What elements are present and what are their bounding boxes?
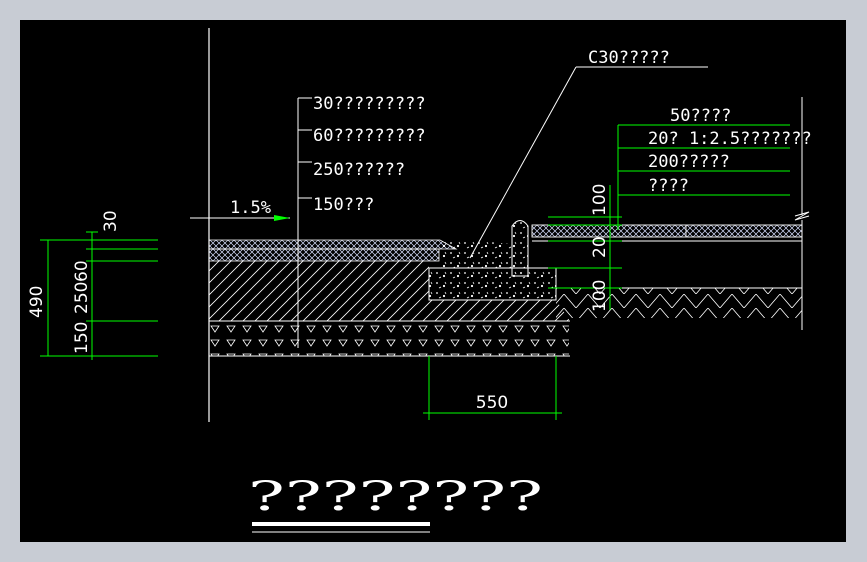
bottom-dim-550: 550 [476, 393, 508, 413]
left-layer-label-4: 150??? [313, 195, 374, 215]
left-layer-label-3: 250?????? [313, 160, 405, 180]
left-dim-490: 490 [27, 286, 47, 318]
right-layer-label-1: 50???? [670, 106, 731, 126]
slope-label: 1.5% [230, 198, 271, 218]
right-dim-100-top: 100 [590, 184, 610, 216]
right-layer-leaders [617, 124, 790, 230]
slope-arrow [190, 215, 290, 221]
right-dim-20: 20 [590, 236, 610, 258]
left-dim-60: 60 [72, 260, 92, 282]
curb [428, 220, 557, 301]
callout-leader [469, 66, 708, 259]
left-dim-30: 30 [101, 210, 121, 232]
cad-drawing: 30????????? 60????????? 250?????? 150???… [27, 28, 812, 533]
left-dimension-lines [40, 231, 158, 360]
left-layer-label-2: 60????????? [313, 126, 426, 146]
pavement-layers [208, 239, 570, 357]
left-layer-leaders [297, 97, 312, 348]
callout-material-label: C30????? [588, 48, 670, 68]
bottom-dimension-lines [423, 356, 562, 420]
drawing-title: ???????? [248, 474, 543, 520]
right-layer-label-3: 200????? [648, 152, 730, 172]
left-dim-250: 250 [72, 282, 92, 314]
right-layer-label-4: ???? [648, 176, 689, 196]
right-layer-label-2: 20? 1:2.5??????? [648, 129, 812, 149]
right-dim-100-bottom: 100 [590, 280, 610, 312]
right-dimension-lines [548, 185, 622, 310]
left-layer-label-1: 30????????? [313, 94, 426, 114]
drawing-viewport[interactable]: 30????????? 60????????? 250?????? 150???… [20, 20, 846, 542]
left-dim-150: 150 [72, 322, 92, 354]
sidewalk [531, 97, 810, 330]
